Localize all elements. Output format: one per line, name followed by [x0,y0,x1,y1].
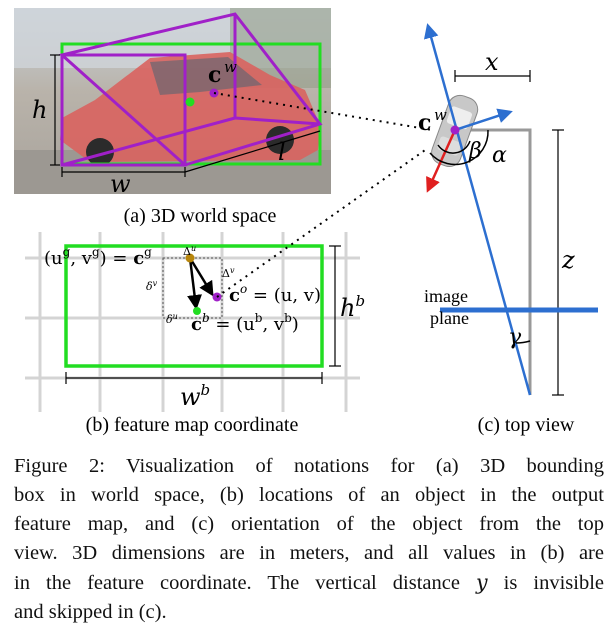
label-delta-u-top: Δu [183,244,196,258]
connector-b [216,147,429,298]
ray-blue [423,23,532,396]
caption-line-2: box in world space, (b) locations of an … [14,484,604,506]
caption-line-5: in the feature coordinate. The vertical … [14,568,604,598]
dim-l-label: l [278,138,286,166]
camera-axis [455,128,532,395]
panel-b: (ug, vg) = cg co = (u, v) cb = (ub, vb) … [25,147,429,436]
image-plane-label-2: plane [430,308,469,328]
label-gamma: γ [508,325,522,350]
label-delta-v-left: δv [146,279,158,293]
car-wheel-front [86,138,114,166]
figure-diagram: c w h w l (a) 3D world space [14,8,598,436]
orientation-arrow [454,108,513,132]
label-delta-u-bottom: δu [166,312,178,326]
label-cw-a: c [208,62,221,88]
panel-a-label: (a) 3D world space [124,205,277,227]
caption-line-4: view. 3D dimensions are in meters, and a… [14,542,604,564]
arc-alpha [429,129,489,166]
arrow-cg-cb2 [187,257,202,310]
box-3d [58,12,323,167]
arrow-cg-co [188,257,214,297]
label-cg: (ug, vg) = cg [44,245,152,269]
connector-a [213,92,433,131]
panel-c-label: (c) top view [478,414,575,436]
panel-a: c w h w l (a) 3D world space [14,8,433,227]
label-alpha: α [492,143,507,168]
figure-caption: Figure 2: Visualization of notations for… [14,452,604,627]
dot-cg [185,253,195,263]
label-beta: β [468,139,482,164]
label-cw-a-sup: w [224,58,237,76]
arc-beta [437,140,471,154]
dim-hb-label: hb [340,292,365,322]
dim-z-label: z [561,246,575,274]
dot-cb [193,307,201,315]
caption-var-y: y [476,570,488,594]
label-co: co = (u, v) [229,282,321,306]
caption-line-5c: is invisible [487,572,604,594]
dim-h-label: h [32,96,47,124]
heading-arrow [426,129,457,193]
panel-c: x z image plane c w β α γ (c [418,23,598,436]
dim-x-label: x [485,48,499,76]
label-cw-c-sup: w [434,106,447,124]
label-delta-v-right: Δv [222,266,235,280]
caption-line-6: and skipped in (c). [14,601,167,623]
caption-line-3: feature map, and (c) orientation of the … [14,513,604,535]
label-cb: cb = (ub, vb) [191,311,299,335]
dot-cw-top [450,125,460,135]
arc-gamma [515,340,531,344]
caption-line-5a: in the feature coordinate. The vertical … [14,572,477,594]
caption-line-1: Figure 2: Visualization of notations for… [14,455,604,477]
panel-b-label: (b) feature map coordinate [86,414,299,436]
box-2d-feature [64,244,324,368]
image-plane-label-1: image [424,286,468,306]
dim-wb-label: wb [180,381,210,411]
dim-w-label: w [110,170,131,198]
label-cw-c: c [418,110,431,136]
dim-l-line [184,130,321,173]
center-2d-dot [185,97,195,107]
